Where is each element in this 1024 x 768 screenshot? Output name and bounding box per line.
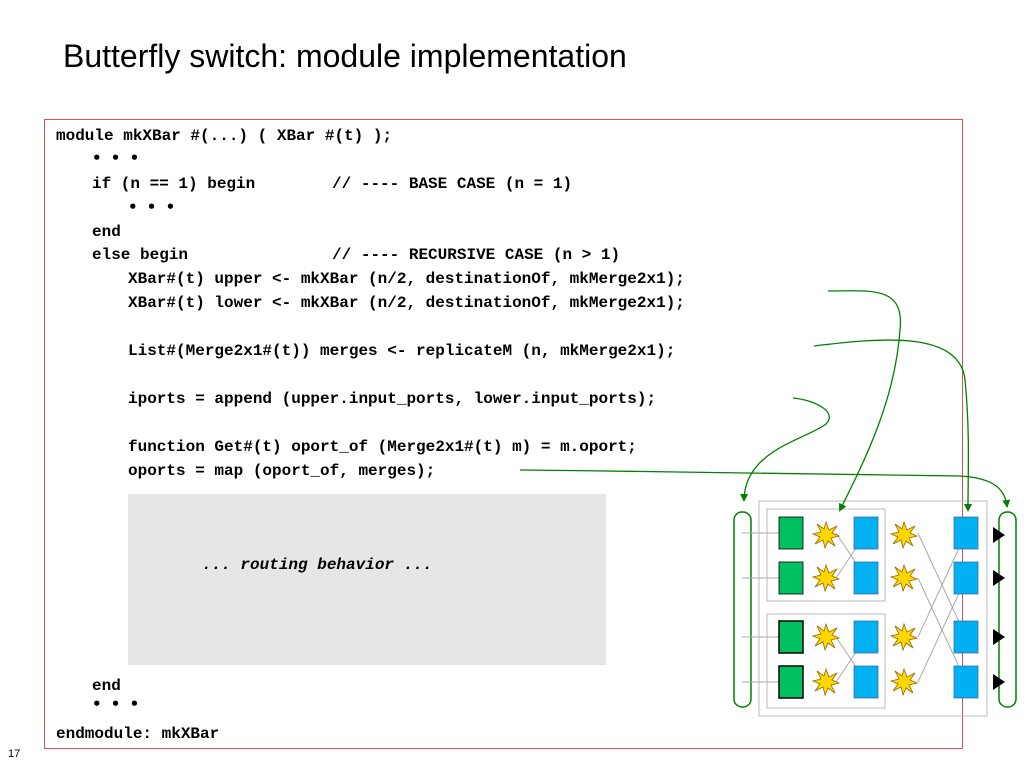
burst-icon	[811, 622, 841, 652]
green-block	[778, 516, 804, 550]
code-line-merges: List#(Merge2x1#(t)) merges <- replicateM…	[128, 342, 676, 360]
blue-block	[853, 620, 879, 654]
input-ports-capsule	[733, 511, 752, 708]
output-arrow-icon	[993, 527, 1005, 543]
code-line-endmodule: endmodule: mkXBar	[56, 725, 220, 743]
blue-block	[953, 561, 979, 595]
arrow-oports-to-outputs	[519, 469, 1011, 508]
code-line-oports: oports = map (oport_of, merges);	[128, 462, 436, 480]
blue-block	[953, 620, 979, 654]
green-block	[778, 561, 804, 595]
code-line-lower: XBar#(t) lower <- mkXBar (n/2, destinati…	[128, 294, 685, 312]
page-number: 17	[8, 748, 21, 760]
inner-crossing-wires	[835, 532, 867, 683]
input-wires	[742, 532, 779, 683]
code-line-upper: XBar#(t) upper <- mkXBar (n/2, destinati…	[128, 270, 685, 288]
code-line-iports: iports = append (upper.input_ports, lowe…	[128, 390, 657, 408]
burst-icon	[811, 667, 841, 697]
output-arrows	[993, 527, 1005, 690]
blue-outer-blocks	[953, 516, 979, 699]
routing-behavior-box: ... routing behavior ...	[128, 494, 606, 665]
code-line-if-base: if (n == 1) begin // ---- BASE CASE (n =…	[92, 175, 573, 193]
blue-block	[953, 665, 979, 699]
burst-icon	[811, 563, 841, 593]
arrow-iports-to-inputs	[740, 397, 830, 502]
blue-inner-blocks	[853, 516, 879, 699]
green-input-blocks	[778, 516, 804, 699]
page-title: Butterfly switch: module implementation	[63, 38, 627, 74]
arrow-merges-to-blocks	[813, 339, 973, 512]
code-box	[44, 119, 963, 749]
switch-outer-frame	[758, 500, 988, 717]
output-arrow-icon	[993, 674, 1005, 690]
lower-subnet-frame	[766, 613, 886, 709]
annotation-arrows	[519, 290, 1011, 512]
burst-icons	[811, 520, 919, 697]
burst-icon	[811, 520, 841, 550]
blue-block	[853, 516, 879, 550]
blue-block	[853, 665, 879, 699]
burst-icon	[889, 667, 919, 697]
ellipsis-dots: • • •	[92, 695, 142, 713]
burst-icon	[889, 520, 919, 550]
output-ports-capsule	[998, 511, 1017, 708]
code-line-end: end	[92, 223, 121, 241]
burst-icon	[889, 622, 919, 652]
code-line-function: function Get#(t) oport_of (Merge2x1#(t) …	[128, 438, 637, 456]
burst-icon	[889, 563, 919, 593]
code-line-else: else begin // ---- RECURSIVE CASE (n > 1…	[92, 246, 621, 264]
ellipsis-dots: • • •	[92, 149, 142, 167]
outer-crossing-wires	[917, 532, 967, 683]
blue-block	[953, 516, 979, 550]
green-block	[778, 665, 804, 699]
upper-subnet-frame	[766, 508, 886, 602]
code-line-module: module mkXBar #(...) ( XBar #(t) );	[56, 127, 393, 145]
output-arrow-icon	[993, 629, 1005, 645]
green-block	[778, 620, 804, 654]
code-line-end-else: end	[92, 677, 121, 695]
arrow-upper-to-subnet	[827, 290, 902, 512]
ellipsis-dots: • • •	[128, 198, 178, 216]
blue-block	[853, 561, 879, 595]
output-arrow-icon	[993, 570, 1005, 586]
routing-behavior-text: ... routing behavior ...	[202, 556, 433, 574]
